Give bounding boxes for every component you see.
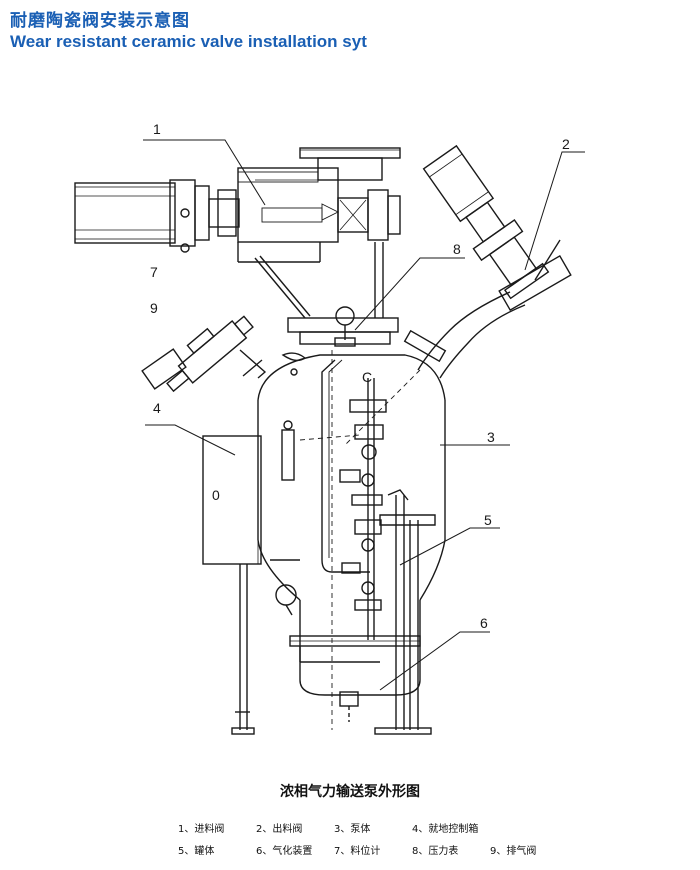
legend-item: 3、泵体: [334, 824, 371, 835]
callout-6: 6: [480, 615, 488, 631]
callout-4: 4: [153, 400, 161, 416]
tank-body: [257, 350, 446, 730]
legend-item: 2、出料阀: [256, 824, 303, 835]
leader-lines: [143, 139, 585, 691]
legend: 1、进料阀 2、出料阀 3、泵体 4、就地控制箱 5、罐体 6、气化装置 7、料…: [178, 820, 568, 864]
callout-7: 7: [150, 264, 158, 280]
legend-item: 5、罐体: [178, 846, 215, 857]
legend-row-1: 1、进料阀 2、出料阀 3、泵体 4、就地控制箱: [178, 820, 568, 842]
inlet-valve: [74, 147, 401, 263]
exhaust-valve: [166, 315, 254, 393]
support-legs: [231, 489, 436, 735]
local-control-box: [202, 435, 262, 565]
callout-5: 5: [484, 512, 492, 528]
diagram-caption: 浓相气力输送泵外形图: [280, 784, 420, 800]
title-chinese: 耐磨陶瓷阀安装示意图: [10, 11, 190, 31]
legend-row-2: 5、罐体 6、气化装置 7、料位计 8、压力表 9、排气阀: [178, 842, 568, 864]
outlet-valve: [422, 144, 550, 300]
callout-c: C: [362, 369, 372, 385]
legend-item: 7、料位计: [334, 846, 381, 857]
callout-0: 0: [212, 487, 220, 503]
legend-item: 6、气化装置: [256, 846, 313, 857]
pump-diagram: 1 2 8 7 9 C 4 3 0 5 6: [74, 121, 585, 735]
callout-3: 3: [487, 429, 495, 445]
callout-8: 8: [453, 241, 461, 257]
callout-1: 1: [153, 121, 161, 137]
legend-item: 8、压力表: [412, 846, 459, 857]
legend-item: 9、排气阀: [490, 846, 537, 857]
legend-item: 1、进料阀: [178, 824, 225, 835]
callout-9: 9: [150, 300, 158, 316]
air-pipe: [270, 359, 387, 640]
legend-item: 4、就地控制箱: [412, 824, 479, 835]
title-english: Wear resistant ceramic valve installatio…: [10, 32, 367, 51]
callout-2: 2: [562, 136, 570, 152]
